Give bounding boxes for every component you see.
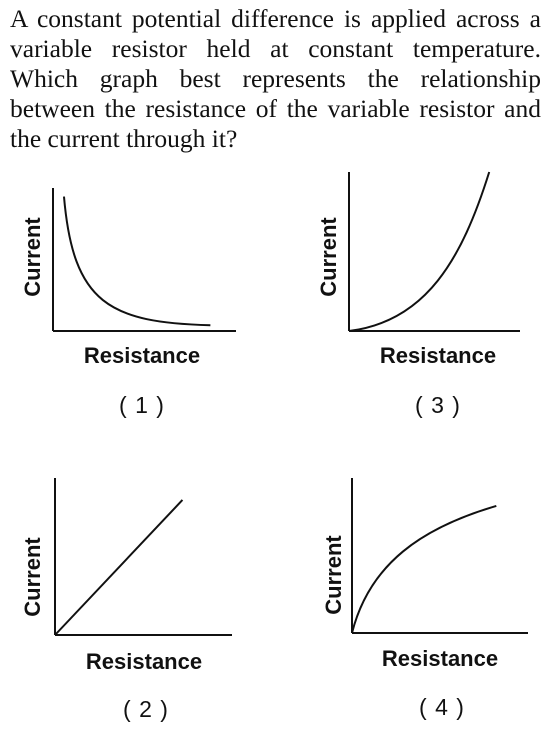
graph-4-plot: [351, 478, 528, 634]
graph-3-plot: [348, 171, 520, 332]
graph-1-y-axis-title: Current: [20, 217, 45, 297]
graph-3-choice-label: ( 3 ): [415, 392, 461, 418]
graph-2-y-axis-title: Current: [20, 537, 45, 617]
graph-4-y-axis-title: Current: [321, 535, 346, 615]
question-text: A constant potential difference is appli…: [10, 4, 541, 153]
graph-choice-2[interactable]: Current Resistance ( 2 ): [20, 478, 270, 738]
graph-choice-1[interactable]: Current Resistance ( 1 ): [20, 188, 270, 448]
graph-2-choice-label: ( 2 ): [123, 696, 169, 722]
graph-1-plot: [52, 188, 236, 332]
graph-3-x-axis-title: Resistance: [379, 343, 497, 368]
graph-4-curve: [351, 504, 497, 634]
graph-4-choice-label: ( 4 ): [419, 694, 465, 720]
graph-1-x-axis-title: Resistance: [83, 343, 201, 368]
graph-2-plot: [54, 478, 232, 636]
graph-choice-4[interactable]: Current Resistance ( 4 ): [318, 478, 551, 738]
graph-2-curve: [54, 499, 184, 636]
graph-3-curve: [348, 171, 491, 332]
graph-1-curve: [62, 196, 211, 327]
graph-4-x-axis-title: Resistance: [381, 646, 499, 671]
graph-2-x-axis-title: Resistance: [85, 649, 203, 674]
graph-3-y-axis-title: Current: [316, 217, 341, 297]
graph-1-choice-label: ( 1 ): [119, 392, 165, 418]
graph-choice-3[interactable]: Current Resistance ( 3 ): [316, 171, 551, 432]
